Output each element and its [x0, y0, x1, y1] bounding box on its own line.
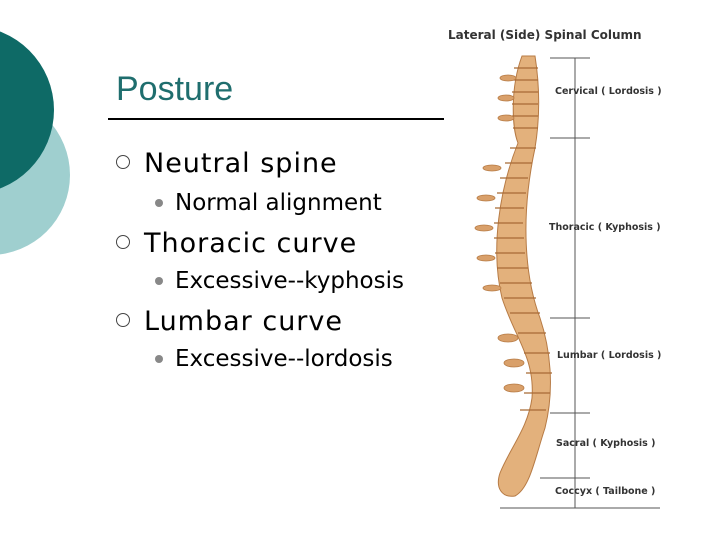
bullet-ring-icon — [116, 235, 130, 249]
bullet-ring-icon — [116, 313, 130, 327]
figure-title: Lateral (Side) Spinal Column — [448, 28, 642, 42]
bullet-dot-icon — [155, 277, 163, 285]
spine-illustration — [474, 55, 660, 509]
bullet-ring-icon — [116, 155, 130, 169]
bullet-dot-icon — [155, 355, 163, 363]
decorative-circles — [0, 0, 120, 300]
region-brackets — [500, 57, 660, 509]
spine-column — [496, 55, 551, 497]
vertebrae-lines — [494, 67, 552, 411]
label-cervical: Cervical ( Lordosis ) — [555, 86, 662, 97]
dark-circle — [0, 31, 54, 189]
label-sacral: Sacral ( Kyphosis ) — [556, 438, 656, 449]
label-coccyx: Coccyx ( Tailbone ) — [555, 486, 656, 497]
bullet-dot-icon — [155, 199, 163, 207]
spinous-processes — [474, 74, 525, 393]
slide-title: Posture — [116, 70, 234, 108]
label-thoracic: Thoracic ( Kyphosis ) — [549, 222, 661, 233]
title-underline — [108, 118, 444, 120]
label-lumbar: Lumbar ( Lordosis ) — [557, 350, 662, 361]
